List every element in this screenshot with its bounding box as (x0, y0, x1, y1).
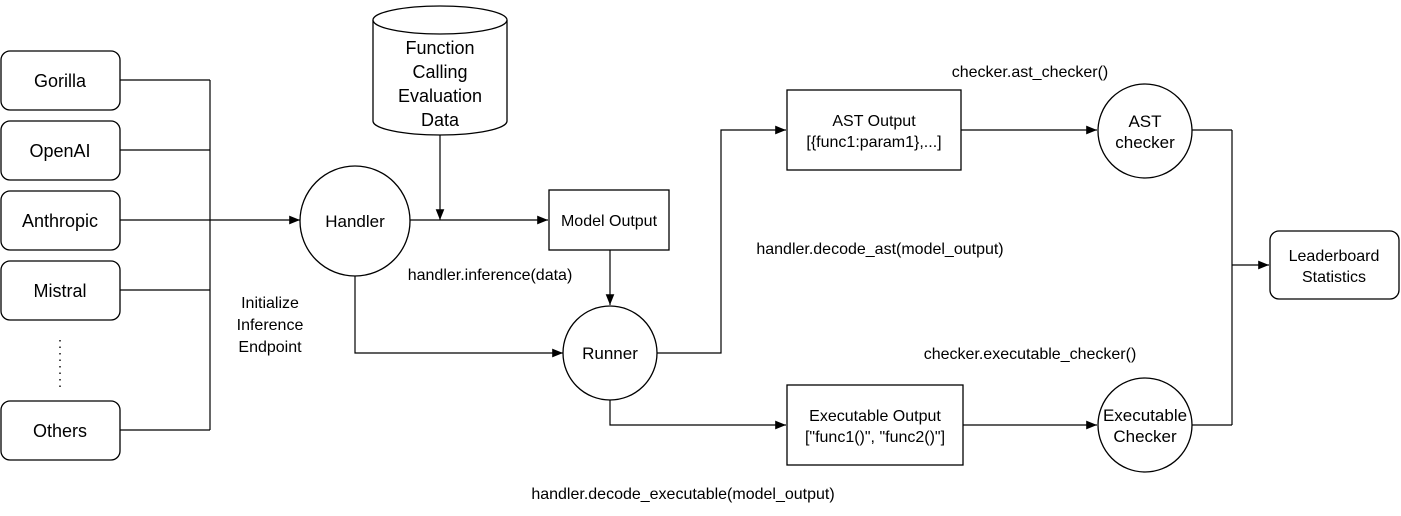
arrow-runner-to-exec-output (609, 400, 786, 430)
data-store-line-2: Calling (412, 62, 467, 82)
ast-checker-node: AST checker (1097, 83, 1193, 179)
leaderboard-node: Leaderboard Statistics (1269, 230, 1400, 300)
data-store-line-1: Function (405, 38, 474, 58)
exec-output-title: Executable Output (809, 408, 941, 425)
provider-label: Others (33, 421, 87, 441)
data-store-line-3: Evaluation (398, 86, 482, 106)
decode-ast-label: handler.decode_ast(model_output) (756, 241, 1003, 258)
model-output-label: Model Output (561, 213, 658, 230)
init-label-line-2: Inference (237, 317, 304, 334)
provider-label: Gorilla (34, 71, 87, 91)
ast-checker-call-label: checker.ast_checker() (952, 64, 1109, 81)
inference-label: handler.inference(data) (408, 267, 573, 284)
exec-output-node: Executable Output ["func1()", "func2()"] (786, 384, 964, 466)
ast-checker-line-1: AST (1128, 112, 1161, 131)
provider-box-gorilla: Gorilla (0, 50, 121, 111)
decode-exec-label: handler.decode_executable(model_output) (531, 486, 834, 503)
runner-label: Runner (582, 344, 638, 363)
runner-node: Runner (562, 305, 658, 401)
init-label-line-1: Initialize (241, 295, 299, 312)
checker-connectors (1192, 129, 1233, 426)
init-label-line-3: Endpoint (238, 339, 302, 356)
provider-box-anthropic: Anthropic (0, 190, 121, 251)
ast-output-title: AST Output (832, 113, 916, 130)
model-output-node: Model Output (548, 189, 670, 251)
exec-checker-line-2: Checker (1113, 427, 1177, 446)
arrow-handler-to-runner (354, 276, 563, 358)
data-store-line-4: Data (421, 110, 460, 130)
leaderboard-line-1: Leaderboard (1289, 248, 1380, 265)
handler-label: Handler (325, 212, 385, 231)
handler-node: Handler (299, 165, 411, 277)
leaderboard-line-2: Statistics (1302, 269, 1366, 286)
ast-output-example: [{func1:param1},...] (806, 134, 941, 151)
provider-connectors (120, 79, 211, 431)
provider-label: Mistral (34, 281, 87, 301)
ast-checker-line-2: checker (1115, 133, 1175, 152)
exec-checker-node: Executable Checker (1097, 377, 1193, 473)
exec-output-example: ["func1()", "func2()"] (805, 429, 945, 446)
exec-checker-call-label: checker.executable_checker() (924, 346, 1137, 363)
provider-label: Anthropic (22, 211, 98, 231)
arrow-runner-to-ast-output (657, 125, 786, 354)
provider-box-others: Others (0, 400, 121, 461)
provider-label: OpenAI (29, 141, 90, 161)
provider-box-openai: OpenAI (0, 120, 121, 181)
ast-output-node: AST Output [{func1:param1},...] (786, 89, 962, 171)
exec-checker-line-1: Executable (1103, 406, 1187, 425)
provider-box-mistral: Mistral (0, 260, 121, 321)
data-store-cylinder: Function Calling Evaluation Data (372, 5, 508, 136)
